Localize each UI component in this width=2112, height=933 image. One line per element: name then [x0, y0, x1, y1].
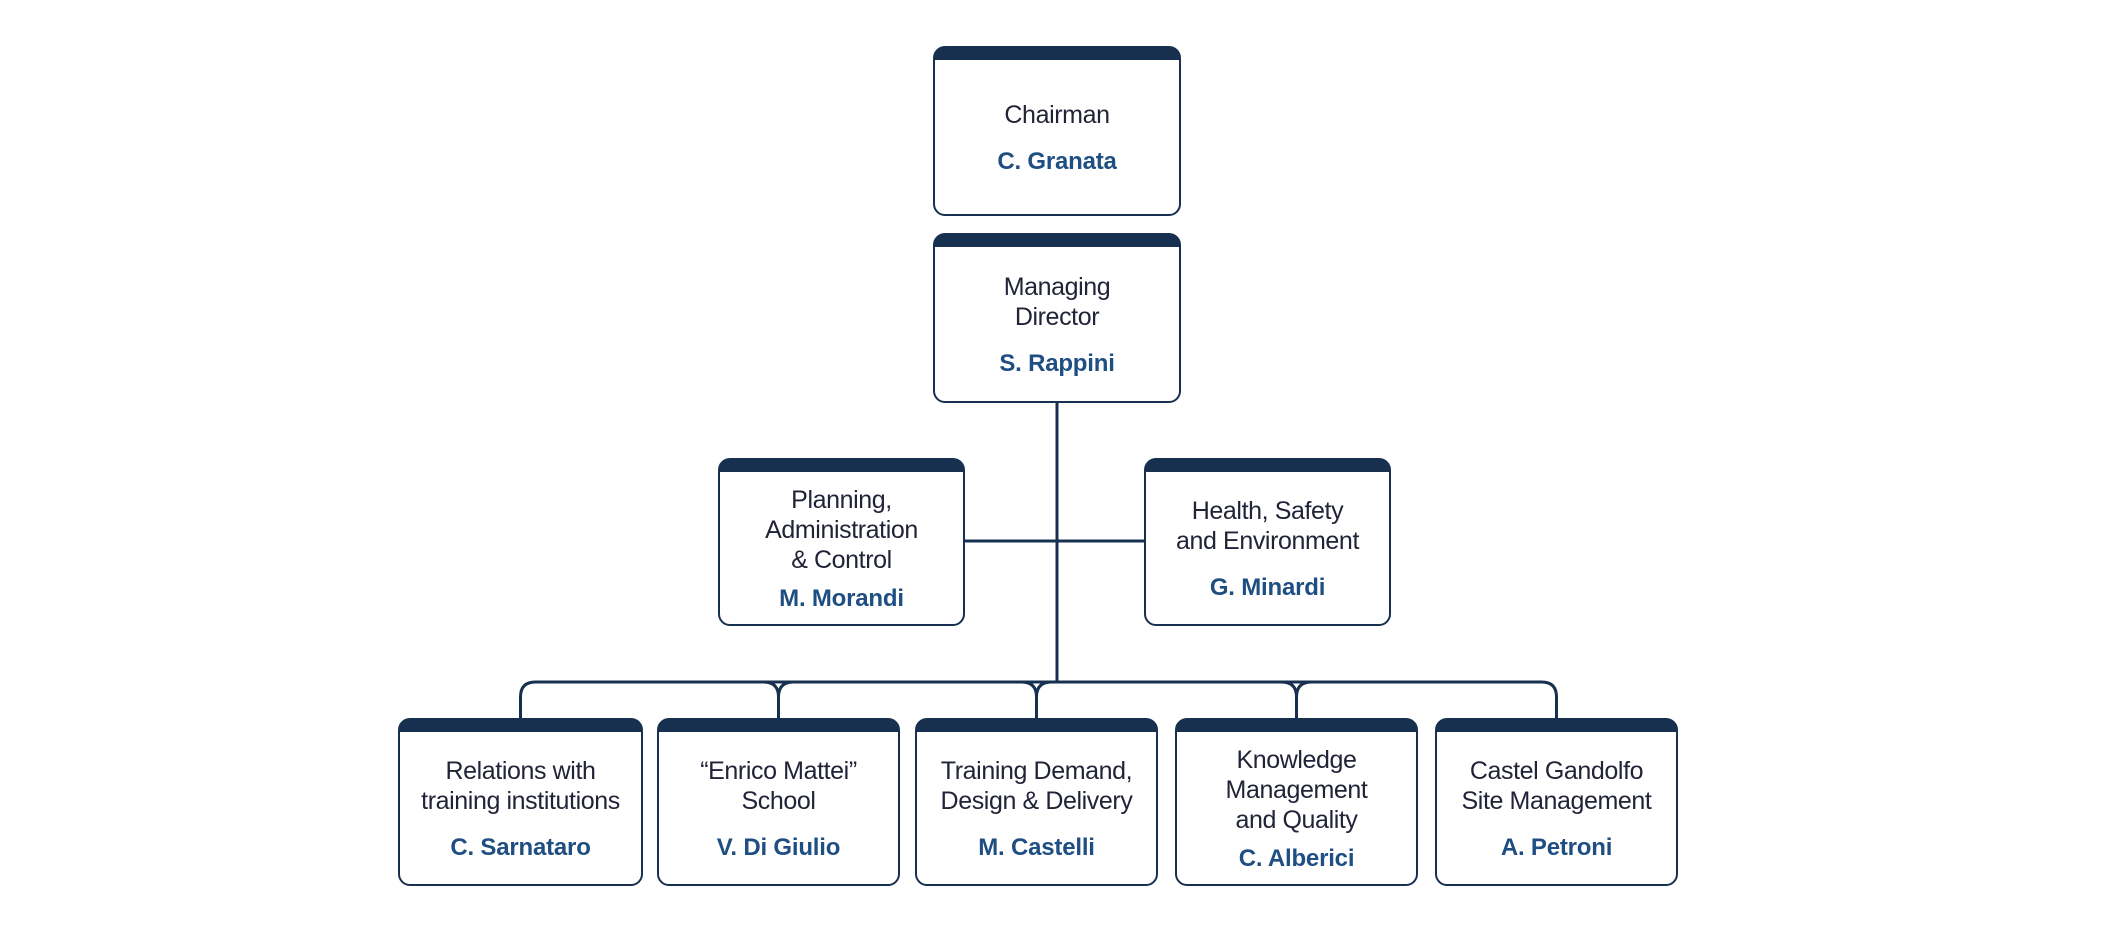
node-title: “Enrico Mattei” School: [700, 757, 857, 815]
node-person: C. Granata: [997, 148, 1117, 175]
node-person: C. Alberici: [1238, 845, 1355, 872]
node-managing-director: Managing Director S. Rappini: [933, 233, 1181, 403]
node-topbar: [658, 719, 899, 732]
node-person: M. Castelli: [978, 834, 1095, 861]
connector-drop-knowledge: [1281, 680, 1312, 718]
node-topbar: [1436, 719, 1677, 732]
node-person: V. Di Giulio: [716, 834, 841, 861]
node-title: Knowledge Management and Quality: [1225, 746, 1368, 834]
connector-drop-training: [1021, 680, 1052, 718]
connector-drop-school: [763, 680, 794, 718]
node-title: Chairman: [1004, 101, 1110, 129]
node-topbar: [934, 234, 1180, 247]
node-title: Castel Gandolfo Site Management: [1461, 757, 1652, 815]
node-topbar: [1145, 459, 1390, 472]
node-enrico-mattei-school: “Enrico Mattei” School V. Di Giulio: [657, 718, 900, 886]
node-title: Planning, Administration & Control: [765, 486, 918, 574]
node-planning-administration-control: Planning, Administration & Control M. Mo…: [718, 458, 965, 626]
node-knowledge-management-quality: Knowledge Management and Quality C. Albe…: [1175, 718, 1418, 886]
node-relations-training-institutions: Relations with training institutions C. …: [398, 718, 643, 886]
node-topbar: [399, 719, 642, 732]
node-health-safety-environment: Health, Safety and Environment G. Minard…: [1144, 458, 1391, 626]
node-castel-gandolfo-site-management: Castel Gandolfo Site Management A. Petro…: [1435, 718, 1678, 886]
node-topbar: [934, 47, 1180, 60]
node-person: A. Petroni: [1500, 834, 1613, 861]
node-topbar: [719, 459, 964, 472]
node-title: Managing Director: [1003, 273, 1111, 331]
node-topbar: [916, 719, 1157, 732]
node-person: C. Sarnataro: [450, 834, 591, 861]
node-person: S. Rappini: [999, 350, 1115, 377]
node-title: Relations with training institutions: [421, 757, 620, 815]
node-training-demand-design-delivery: Training Demand, Design & Delivery M. Ca…: [915, 718, 1158, 886]
node-person: G. Minardi: [1209, 574, 1326, 601]
node-chairman: Chairman C. Granata: [933, 46, 1181, 216]
node-person: M. Morandi: [779, 585, 904, 612]
node-title: Training Demand, Design & Delivery: [940, 757, 1133, 815]
node-topbar: [1176, 719, 1417, 732]
connector-distribution-bar: [519, 680, 1558, 718]
node-title: Health, Safety and Environment: [1175, 497, 1359, 555]
